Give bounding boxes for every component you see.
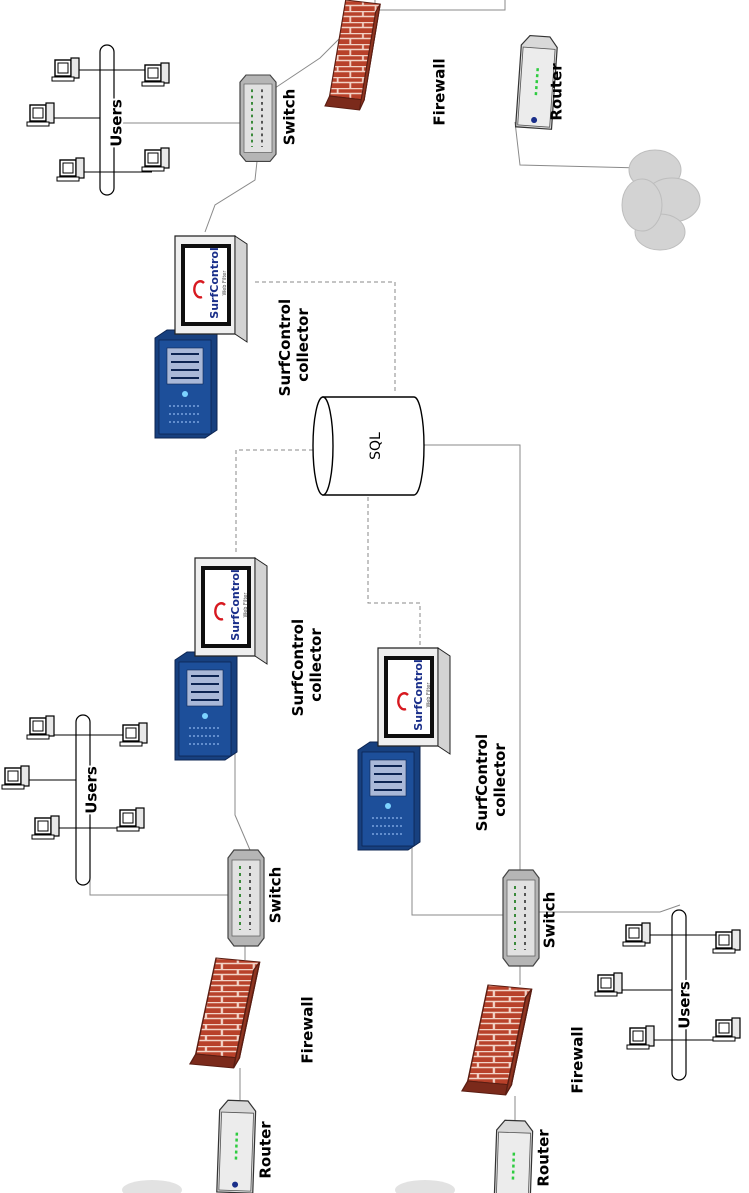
workstation-icon xyxy=(141,147,170,172)
router-right xyxy=(492,1118,535,1193)
users-label-left: Users xyxy=(83,766,101,814)
firewall-label-top: Firewall xyxy=(431,58,449,125)
switch-top xyxy=(239,74,277,163)
router-left xyxy=(215,1098,258,1193)
collector-label-line2: collector xyxy=(307,628,325,702)
collector-right xyxy=(357,647,451,851)
brand-label: SurfControl xyxy=(412,659,425,730)
surfcontrol-logo: SurfControl Web Filter xyxy=(397,659,432,731)
users-label-top: Users xyxy=(108,99,126,147)
collector-label-line2: collector xyxy=(491,743,509,817)
firewall-label-left: Firewall xyxy=(299,996,317,1063)
users-top xyxy=(26,44,170,196)
collector-label-top: SurfControl collector xyxy=(276,294,312,397)
connection-lines xyxy=(89,0,681,1120)
switch-right xyxy=(502,869,540,967)
workstation-icon xyxy=(26,715,55,740)
firewall-top xyxy=(324,0,381,111)
collector-label-line1: SurfControl xyxy=(276,299,294,396)
router-label-top: Router xyxy=(548,63,566,121)
workstation-icon xyxy=(1,765,30,790)
workstation-icon xyxy=(26,102,55,127)
users-label-right: Users xyxy=(676,981,694,1029)
users-right xyxy=(594,909,741,1081)
brand-label: SurfControl xyxy=(229,569,242,640)
sql-database-icon: SQL xyxy=(312,396,425,496)
workstation-icon xyxy=(51,57,80,82)
brand-sub-label: Web Filter xyxy=(243,592,249,618)
switch-label-top: Switch xyxy=(281,89,299,146)
collector-label-line2: collector xyxy=(294,308,312,382)
brand-sub-label: Web Filter xyxy=(222,270,228,296)
router-label-left: Router xyxy=(257,1121,275,1179)
brand-sub-label: Web Filter xyxy=(426,682,432,708)
collector-label-right: SurfControl collector xyxy=(473,729,509,832)
workstation-icon xyxy=(119,722,148,747)
firewall-right xyxy=(461,984,533,1096)
collector-label-line1: SurfControl xyxy=(289,619,307,716)
internet-cloud-icon xyxy=(122,1180,455,1193)
workstation-icon xyxy=(141,62,170,87)
router-label-right: Router xyxy=(535,1129,553,1187)
surfcontrol-logo: SurfControl Web Filter xyxy=(193,247,228,319)
switch-label-right: Switch xyxy=(541,892,559,949)
workstation-icon xyxy=(116,807,145,832)
workstation-icon xyxy=(594,972,623,997)
workstation-icon xyxy=(712,929,741,954)
workstation-icon xyxy=(626,1025,655,1050)
database-links xyxy=(235,281,421,645)
surfcontrol-logo: SurfControl Web Filter xyxy=(214,569,249,641)
collector-label-left: SurfControl collector xyxy=(289,614,325,717)
workstation-icon xyxy=(712,1017,741,1042)
collector-left xyxy=(174,557,268,761)
firewall-label-right: Firewall xyxy=(569,1026,587,1093)
firewall-left xyxy=(189,957,261,1069)
sql-label: SQL xyxy=(368,432,384,460)
workstation-icon xyxy=(31,815,60,840)
collector-label-line1: SurfControl xyxy=(473,734,491,831)
brand-label: SurfControl xyxy=(208,247,221,318)
collector-top xyxy=(154,235,248,439)
switch-left xyxy=(227,849,265,947)
workstation-icon xyxy=(622,922,651,947)
workstation-icon xyxy=(56,157,85,182)
users-left xyxy=(1,714,148,886)
internet-cloud-icon xyxy=(621,149,701,251)
switch-label-left: Switch xyxy=(267,867,285,924)
